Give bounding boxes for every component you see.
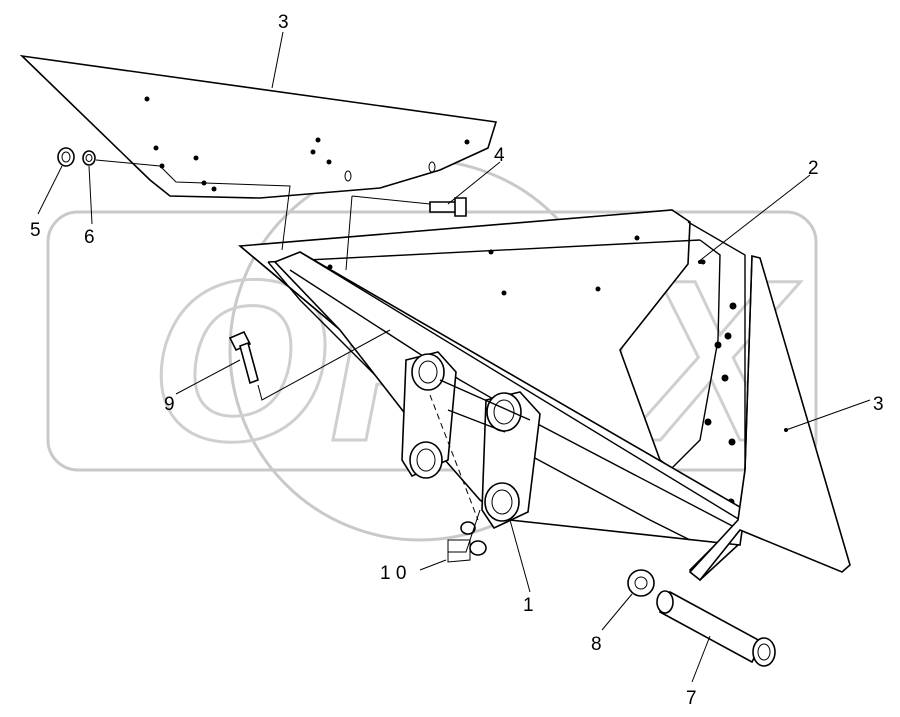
callout-3-right: 3 [873,394,884,415]
callout-2: 2 [808,158,819,179]
callout-6: 6 [84,227,95,248]
nut-10 [447,521,487,563]
callout-5: 5 [30,220,41,241]
callout-1: 1 [523,595,534,616]
callout-10: 1 0 [380,563,406,584]
callout-8: 8 [591,634,602,655]
washer-6 [82,150,96,166]
callout-9: 9 [164,394,175,415]
bolt-9 [228,330,259,385]
bolt-4 [429,197,467,217]
washer-8 [627,569,655,597]
callout-4: 4 [494,145,505,166]
pin-7 [656,590,776,667]
boom-arm [273,251,746,546]
nut-5 [57,147,75,167]
side-plate-upper [19,54,498,199]
callout-7: 7 [686,688,697,709]
callout-3-upper: 3 [278,12,289,33]
side-plate-right [688,254,851,582]
leader-lines [37,31,871,683]
guide-lines [95,159,481,553]
